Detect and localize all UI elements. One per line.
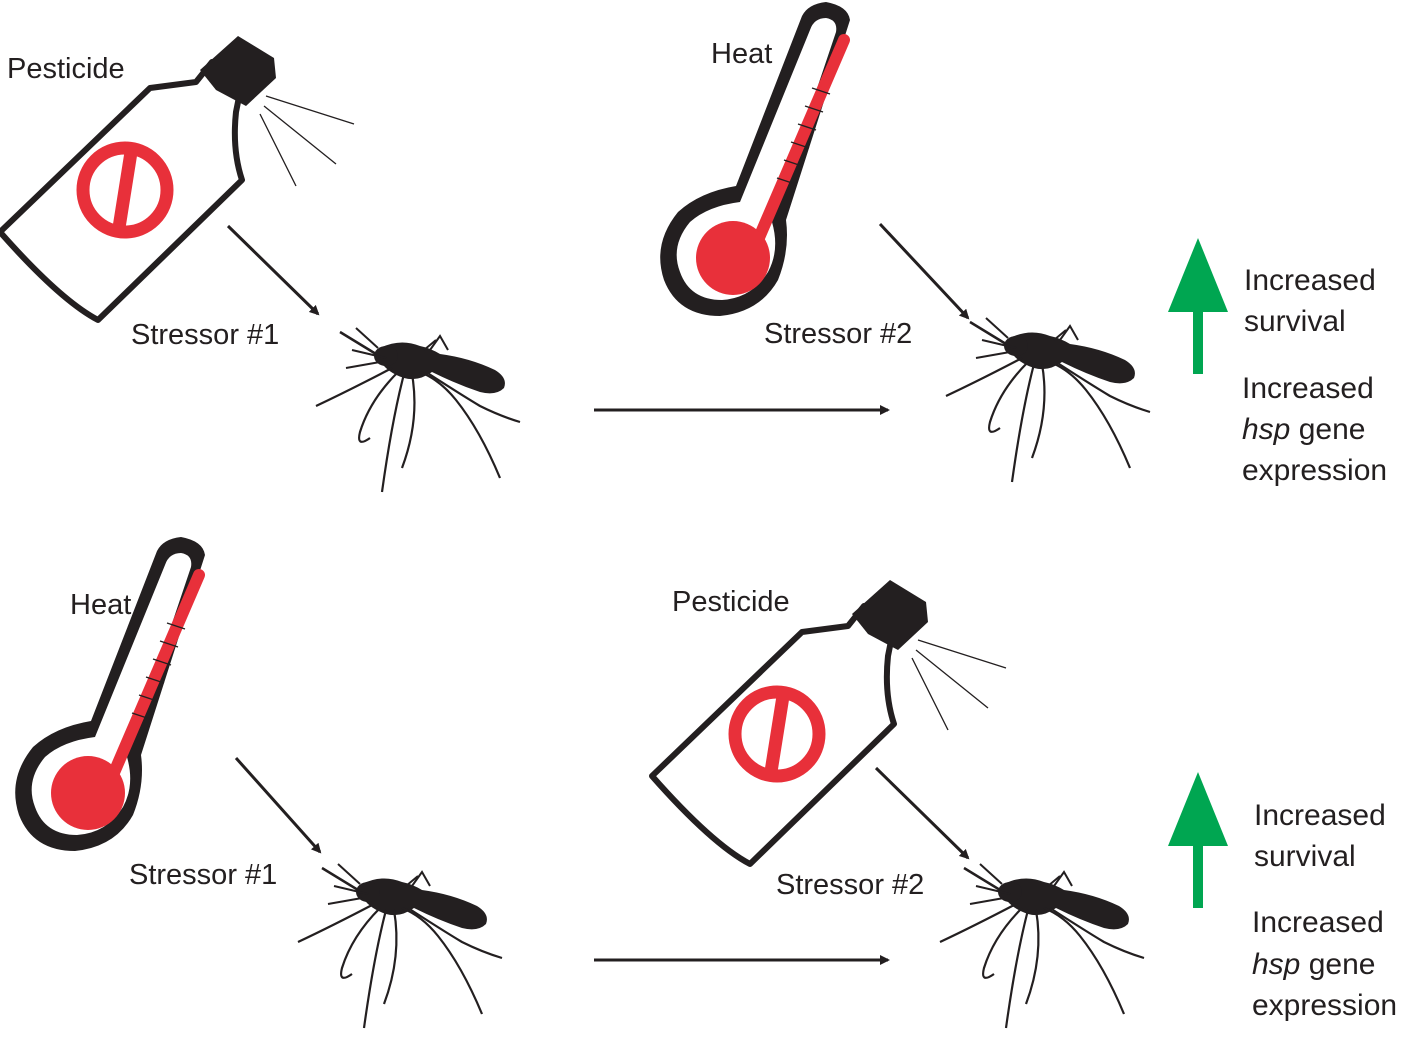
first-stressor-name: Heat	[70, 589, 132, 621]
second-stressor-name: Heat	[711, 38, 773, 70]
hsp-gene-name: hsp	[1252, 948, 1301, 981]
outcome-expression-line2: hsp gene	[1252, 950, 1375, 980]
first-stressor-label: Stressor #1	[131, 319, 280, 351]
outcome-expression-line1: Increased	[1242, 372, 1374, 405]
mosquito-icon	[938, 862, 1146, 1030]
stressor-2-arrow	[878, 222, 970, 320]
second-stressor-label: Stressor #2	[764, 318, 913, 350]
second-stressor-label: Stressor #2	[776, 869, 925, 901]
stressor-1-arrow	[226, 224, 320, 316]
hsp-gene-name: hsp	[1242, 413, 1291, 446]
outcome-survival-line1: Increased	[1254, 799, 1386, 832]
first-stressor-name: Pesticide	[7, 53, 125, 85]
mosquito-icon	[314, 326, 522, 494]
thermometer-icon	[15, 537, 205, 851]
mosquito-icon	[944, 316, 1152, 484]
outcome-survival-line2: survival	[1244, 305, 1346, 338]
row-1	[0, 2, 1228, 494]
mosquito-icon	[296, 862, 504, 1030]
outcome-expression-line3: expression	[1242, 454, 1388, 487]
first-stressor-label: Stressor #1	[129, 859, 278, 891]
increase-arrow-icon	[1168, 238, 1228, 374]
increase-arrow-icon	[1168, 772, 1228, 908]
gene-word: gene	[1300, 948, 1376, 981]
outcome-survival-line2: survival	[1254, 840, 1356, 873]
stressor-2-arrow	[874, 766, 970, 860]
second-stressor-name: Pesticide	[672, 586, 790, 618]
row-2	[15, 537, 1228, 1030]
outcome-survival-line1: Increased	[1244, 264, 1376, 297]
pesticide-bottle-icon	[652, 580, 1006, 864]
outcome-expression-line3: expression	[1252, 989, 1398, 1022]
gene-word: gene	[1290, 413, 1366, 446]
stressor-1-arrow	[234, 757, 322, 854]
outcome-expression-line1: Increased	[1252, 906, 1384, 939]
outcome-expression-line2: hsp gene	[1242, 415, 1365, 445]
